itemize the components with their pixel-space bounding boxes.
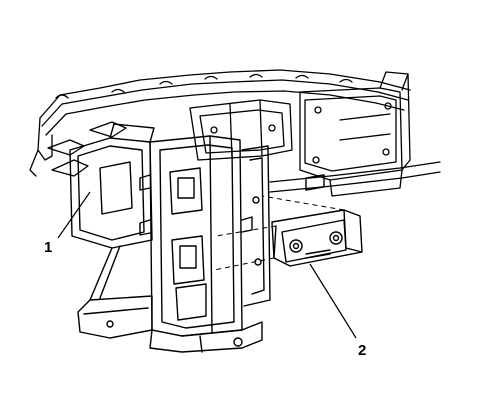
- alignment-lines: [213, 195, 345, 271]
- callout-label-2: 2: [358, 342, 366, 359]
- hvac-control-module: [271, 174, 363, 267]
- instrument-panel-carrier: [69, 123, 271, 353]
- leader-line-2: [309, 263, 357, 339]
- instrument-panel-frame: [29, 69, 441, 197]
- callout-2: 2: [309, 263, 366, 359]
- callout-1: 1: [44, 191, 91, 256]
- leader-line-1: [57, 191, 91, 239]
- callout-label-1: 1: [44, 239, 52, 256]
